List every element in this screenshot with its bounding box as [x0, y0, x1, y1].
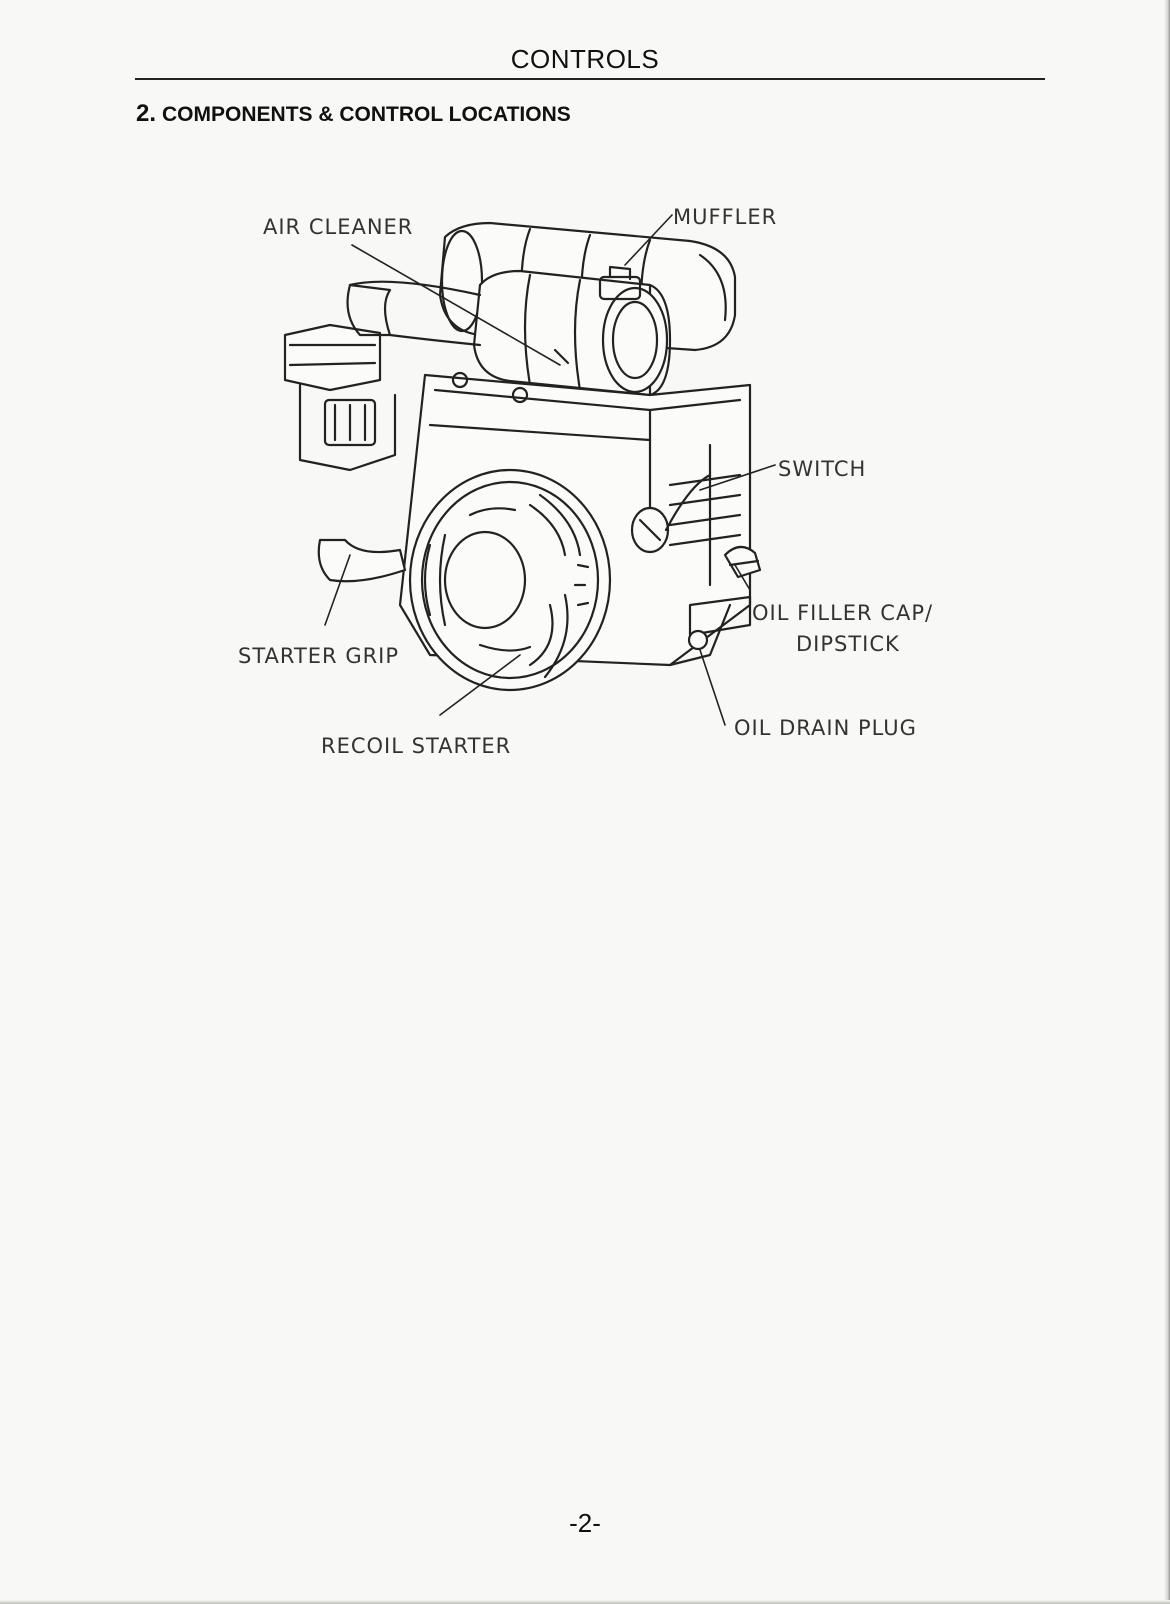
page-edge: [1164, 0, 1170, 1604]
starter-grip-drawing: [319, 540, 405, 581]
callout-oil-filler-cap: OIL FILLER CAP/: [752, 597, 933, 630]
section-number: 2.: [136, 100, 156, 127]
callout-recoil-starter: RECOIL STARTER: [321, 730, 511, 763]
header-rule: [135, 78, 1045, 80]
callout-muffler: MUFFLER: [673, 201, 777, 234]
recoil-starter-drawing: [410, 470, 610, 690]
air-cleaner-drawing: [474, 267, 670, 395]
callout-switch: SWITCH: [778, 453, 866, 486]
section-title: COMPONENTS & CONTROL LOCATIONS: [162, 103, 571, 126]
callout-oil-drain-plug: OIL DRAIN PLUG: [734, 712, 917, 745]
callout-air-cleaner: AIR CLEANER: [263, 211, 413, 244]
page-header-title: CONTROLS: [0, 44, 1170, 75]
callout-dipstick: DIPSTICK: [796, 628, 900, 661]
page-edge-bottom: [0, 1600, 1170, 1604]
section-heading: 2. COMPONENTS & CONTROL LOCATIONS: [136, 100, 571, 128]
page-number: -2-: [0, 1508, 1170, 1539]
callout-starter-grip: STARTER GRIP: [238, 640, 399, 673]
